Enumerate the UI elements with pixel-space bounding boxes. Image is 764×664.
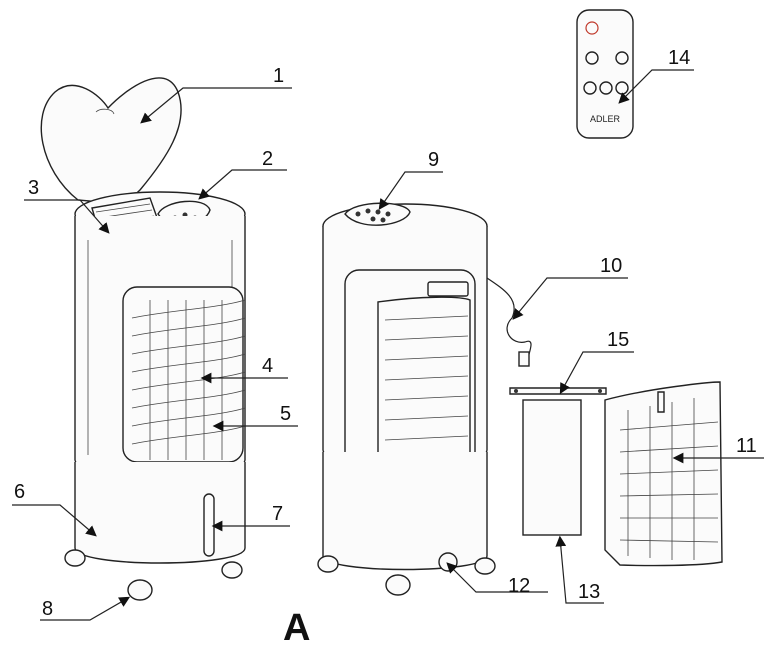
remote-timer-icon — [615, 81, 629, 95]
drain-plug — [438, 552, 458, 572]
rear-unit — [317, 202, 532, 596]
front-base — [74, 462, 246, 564]
callout-3: 3 — [28, 177, 39, 199]
callout-2: 2 — [262, 148, 273, 170]
callout-1: 1 — [273, 65, 284, 87]
remote-swing-icon — [599, 81, 613, 95]
callout-11: 11 — [736, 435, 757, 457]
figure-label: A — [283, 607, 310, 649]
callout-8: 8 — [42, 598, 53, 620]
rear-pad-lines — [384, 315, 469, 441]
remote-power-icon — [585, 21, 599, 35]
callout-4: 4 — [262, 355, 273, 377]
callout-lines — [12, 69, 764, 621]
bracket-part — [509, 387, 607, 395]
callout-5: 5 — [280, 403, 291, 425]
callout-13: 13 — [578, 581, 600, 603]
callout-9: 9 — [428, 149, 439, 171]
front-casters — [64, 549, 243, 601]
remote-fan-icon — [615, 51, 629, 65]
front-louvers — [131, 299, 246, 460]
remote-control: ADLER — [576, 9, 634, 139]
callout-15: 15 — [607, 329, 629, 351]
water-tank-lid — [40, 77, 182, 205]
cooling-pad-frame — [377, 296, 471, 470]
rear-casters — [317, 552, 496, 596]
water-level-window — [203, 493, 215, 557]
callout-12: 12 — [508, 575, 530, 597]
callout-6: 6 — [14, 481, 25, 503]
callout-14: 14 — [668, 47, 690, 69]
remote-brand: ADLER — [590, 114, 621, 124]
callout-10: 10 — [600, 255, 622, 277]
remote-water-icon — [585, 51, 599, 65]
rear-panel-buttons — [355, 208, 391, 223]
front-louver-window — [122, 286, 244, 463]
remote-mode-icon — [583, 81, 597, 95]
callout-labels: 1 2 3 4 5 6 7 8 9 10 11 12 13 14 15 — [14, 47, 757, 620]
power-plug — [518, 351, 530, 367]
rear-base — [322, 452, 488, 571]
front-unit — [40, 77, 246, 601]
cooling-pad — [522, 399, 582, 536]
callout-7: 7 — [272, 503, 283, 525]
power-cord — [486, 277, 532, 359]
rear-filter-grille — [604, 381, 723, 567]
